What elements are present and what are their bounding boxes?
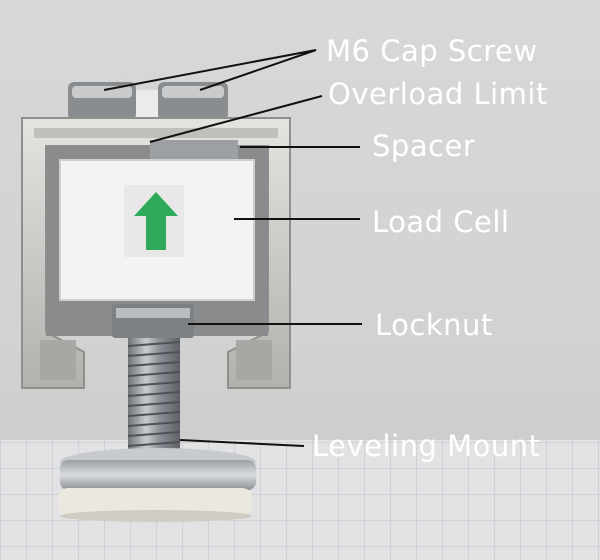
leveling-base xyxy=(58,448,256,522)
spacer-label: Spacer xyxy=(372,129,476,163)
locknut-label: Locknut xyxy=(375,308,493,342)
leader-lines xyxy=(103,49,362,447)
leader-overload-limit xyxy=(149,95,323,143)
load-cell-label: Load Cell xyxy=(372,205,510,239)
leader-leveling-mount xyxy=(179,439,305,447)
leader-m6-screw-left xyxy=(103,49,317,91)
cap-screws xyxy=(68,82,228,120)
leveling-mount-label: Leveling Mount xyxy=(312,429,541,463)
locknut xyxy=(112,304,194,338)
up-arrow-icon xyxy=(134,192,178,250)
leader-m6-screw-right xyxy=(199,49,317,91)
threaded-rod xyxy=(127,338,181,458)
m6-cap-screw-label: M6 Cap Screw xyxy=(326,34,538,68)
overload-limit-label: Overload Limit xyxy=(328,77,548,111)
